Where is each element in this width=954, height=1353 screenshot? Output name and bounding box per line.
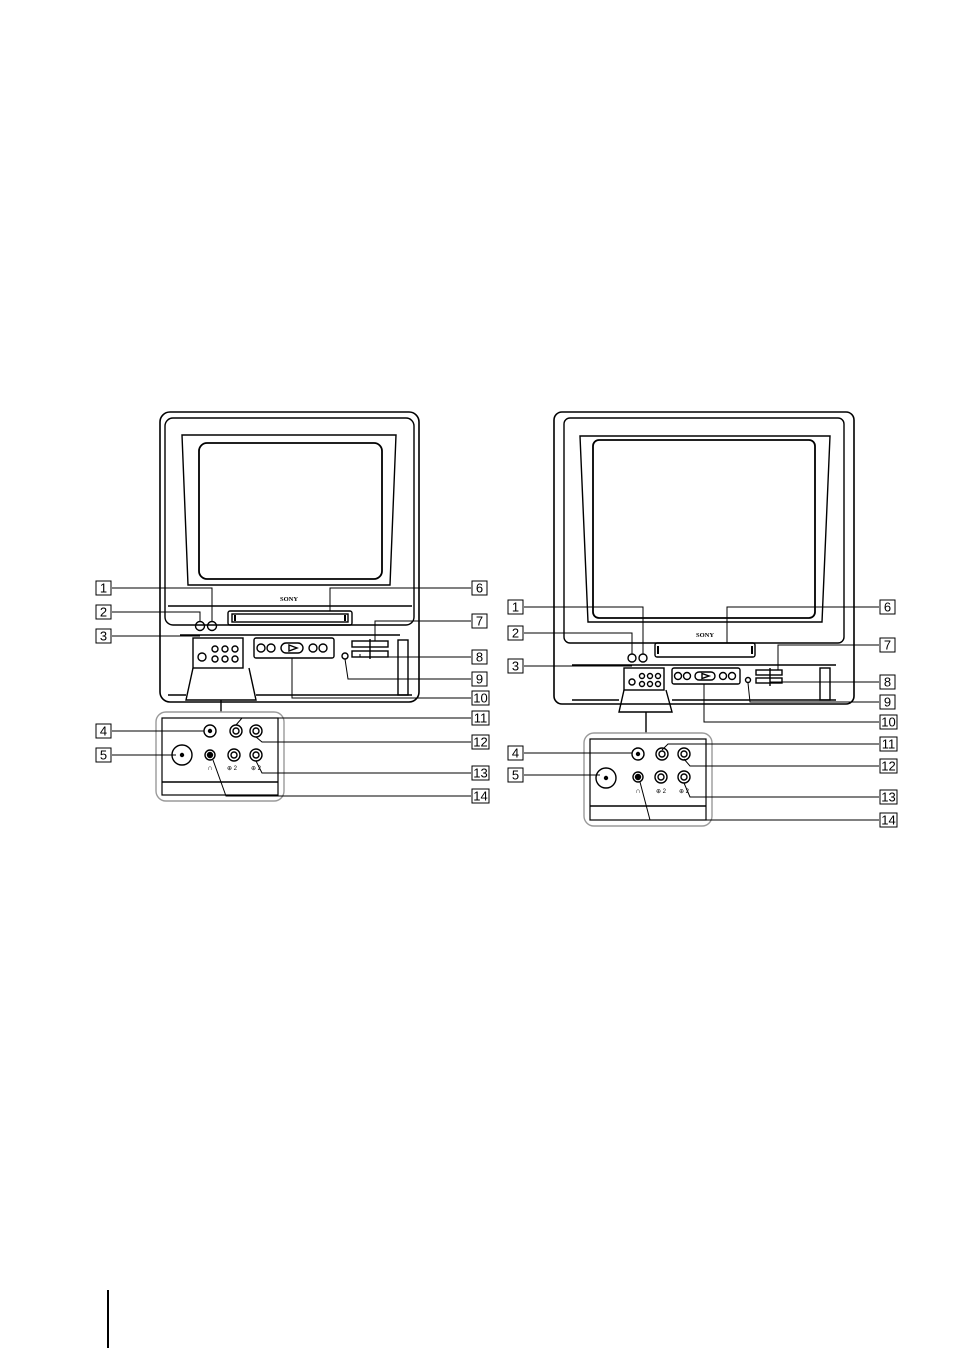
- callout-label-2: 2: [100, 605, 107, 620]
- callout-label-5: 5: [100, 748, 107, 763]
- callout-label-5: 5: [512, 768, 519, 783]
- callout-label-12: 12: [881, 759, 895, 774]
- tv-left-panel-detail: ⊕ 2 ⊕ 2 ∩: [156, 712, 284, 801]
- callout-label-1: 1: [512, 600, 519, 615]
- callout-label-3: 3: [512, 659, 519, 674]
- callout-label-8: 8: [476, 650, 483, 665]
- brand-logo: SONY: [280, 596, 298, 603]
- callout-leader: [524, 607, 643, 654]
- callout-label-7: 7: [476, 614, 483, 629]
- callout-label-11: 11: [474, 711, 488, 726]
- callout-leader: [375, 621, 471, 641]
- callout-leader: [236, 718, 471, 725]
- callout-label-13: 13: [473, 766, 487, 781]
- callout-leader: [727, 607, 879, 643]
- panel-symbol-input2-right: ⊕ 2: [656, 789, 667, 795]
- brand-logo: SONY: [696, 632, 714, 639]
- callout-leader: [748, 683, 879, 702]
- callout-leader: [112, 588, 212, 622]
- callout-label-13: 13: [881, 790, 895, 805]
- callout-leader: [640, 782, 879, 820]
- panel-symbol-headphone-left: ∩: [207, 765, 212, 772]
- callout-label-6: 6: [884, 600, 891, 615]
- callout-label-6: 6: [476, 581, 483, 596]
- callout-label-14: 14: [473, 789, 487, 804]
- callout-label-3: 3: [100, 629, 107, 644]
- callout-label-11: 11: [882, 737, 896, 752]
- callout-label-2: 2: [512, 626, 519, 641]
- callout-label-9: 9: [476, 672, 483, 687]
- callout-leader: [704, 684, 879, 722]
- tv-left: SONY: [160, 412, 419, 712]
- callout-leader: [112, 612, 200, 622]
- callout-leader: [256, 761, 471, 773]
- callout-leader: [330, 588, 471, 611]
- callout-label-4: 4: [100, 724, 107, 739]
- callout-leader: [256, 737, 471, 742]
- panel-symbol-input2-left: ⊕ 2: [227, 766, 238, 772]
- callout-label-7: 7: [884, 638, 891, 653]
- callout-label-1: 1: [100, 581, 107, 596]
- callout-leader: [684, 783, 879, 797]
- callout-label-12: 12: [473, 735, 487, 750]
- callout-label-9: 9: [884, 695, 891, 710]
- callout-label-4: 4: [512, 746, 519, 761]
- callout-leader: [292, 658, 471, 698]
- callout-label-14: 14: [881, 813, 895, 828]
- callout-leader: [662, 744, 879, 750]
- callout-label-10: 10: [881, 715, 895, 730]
- callout-leader: [778, 645, 879, 670]
- callout-label-8: 8: [884, 675, 891, 690]
- callout-label-10: 10: [473, 691, 487, 706]
- panel-symbol-headphone-right: ∩: [635, 788, 640, 795]
- callout-leader: [684, 759, 879, 766]
- callout-leader: [360, 654, 471, 657]
- page-margin-rule: [107, 1290, 109, 1348]
